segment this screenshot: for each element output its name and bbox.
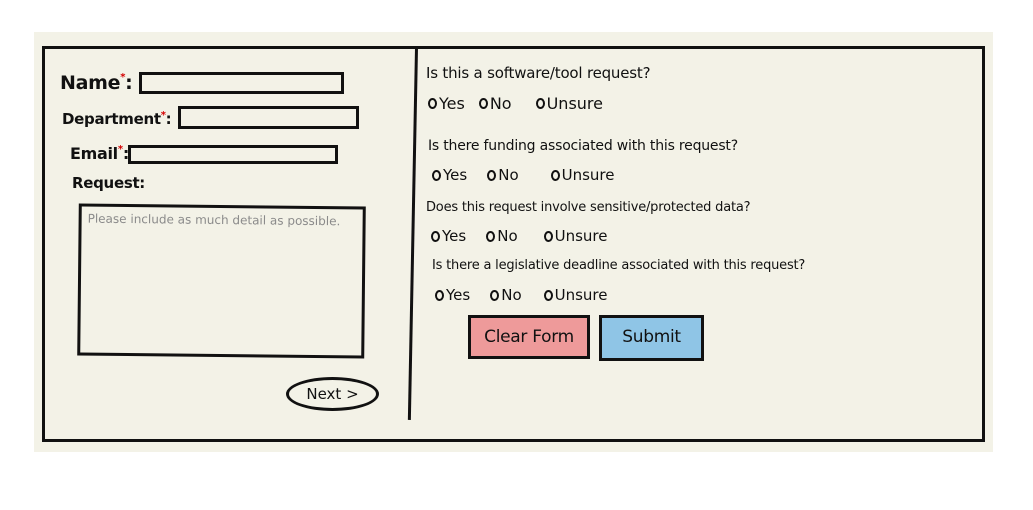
label-colon: : xyxy=(165,110,172,128)
label-colon: : xyxy=(125,72,133,94)
radio-circle-icon xyxy=(431,230,440,242)
option-label: Yes xyxy=(446,286,471,304)
radio-option-yes[interactable]: Yes xyxy=(431,227,466,245)
question-4: Is there a legislative deadline associat… xyxy=(432,258,806,273)
question-2-options: Yes No Unsure xyxy=(432,166,615,184)
radio-option-yes[interactable]: Yes xyxy=(428,94,465,113)
option-label: Yes xyxy=(442,227,467,245)
department-label-text: Department xyxy=(62,110,161,128)
option-label: Yes xyxy=(439,94,465,113)
question-2: Is there funding associated with this re… xyxy=(428,138,738,154)
radio-circle-icon xyxy=(432,169,441,181)
radio-circle-icon xyxy=(486,230,496,242)
department-label: Department*: xyxy=(62,110,172,128)
radio-circle-icon xyxy=(428,98,437,109)
radio-option-no[interactable]: No xyxy=(486,227,518,245)
question-1: Is this a software/tool request? xyxy=(426,64,651,82)
radio-circle-icon xyxy=(487,169,497,181)
radio-circle-icon xyxy=(543,289,553,301)
request-textarea[interactable]: Please include as much detail as possibl… xyxy=(77,203,366,359)
name-field[interactable] xyxy=(139,72,344,94)
request-placeholder: Please include as much detail as possibl… xyxy=(87,211,341,229)
question-3-options: Yes No Unsure xyxy=(431,227,608,245)
radio-circle-icon xyxy=(535,98,545,109)
option-label: No xyxy=(497,227,518,245)
radio-circle-icon xyxy=(435,289,444,301)
radio-option-yes[interactable]: Yes xyxy=(435,286,470,304)
option-label: Unsure xyxy=(554,227,608,245)
clear-form-button[interactable]: Clear Form xyxy=(468,315,590,359)
radio-circle-icon xyxy=(543,230,553,242)
option-label: Unsure xyxy=(546,94,603,113)
required-mark: * xyxy=(117,144,123,155)
option-label: No xyxy=(498,166,519,184)
radio-option-no[interactable]: No xyxy=(478,94,512,113)
radio-option-unsure[interactable]: Unsure xyxy=(535,94,603,113)
email-label-text: Email xyxy=(70,144,118,163)
radio-circle-icon xyxy=(550,169,560,181)
radio-option-yes[interactable]: Yes xyxy=(432,166,467,184)
email-label: Email*: xyxy=(70,144,129,163)
label-colon: : xyxy=(122,144,129,163)
radio-option-unsure[interactable]: Unsure xyxy=(543,227,608,245)
option-label: Unsure xyxy=(554,286,608,304)
radio-circle-icon xyxy=(478,98,488,109)
form-frame xyxy=(42,46,985,442)
option-label: Yes xyxy=(443,166,468,184)
radio-option-no[interactable]: No xyxy=(490,286,522,304)
question-4-options: Yes No Unsure xyxy=(435,286,608,304)
radio-option-unsure[interactable]: Unsure xyxy=(543,286,608,304)
radio-circle-icon xyxy=(490,289,500,301)
required-mark: * xyxy=(120,72,126,83)
question-1-options: Yes No Unsure xyxy=(428,94,603,113)
submit-button[interactable]: Submit xyxy=(599,315,704,361)
department-field[interactable] xyxy=(178,106,359,129)
option-label: Unsure xyxy=(561,166,615,184)
radio-option-no[interactable]: No xyxy=(487,166,519,184)
request-label: Request: xyxy=(72,174,146,192)
next-button[interactable]: Next > xyxy=(286,377,379,411)
option-label: No xyxy=(489,94,512,113)
radio-option-unsure[interactable]: Unsure xyxy=(550,166,615,184)
option-label: No xyxy=(501,286,522,304)
name-label: Name*: xyxy=(60,72,133,94)
email-field[interactable] xyxy=(128,145,338,164)
required-mark: * xyxy=(160,110,166,121)
question-3: Does this request involve sensitive/prot… xyxy=(426,200,751,215)
name-label-text: Name xyxy=(60,72,121,94)
